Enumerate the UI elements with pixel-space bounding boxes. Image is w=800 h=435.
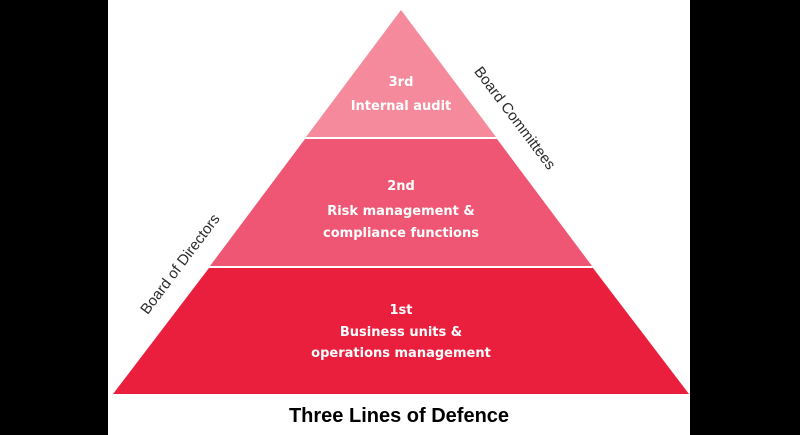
tier-2nd-line: 2nd [387,179,415,194]
tier-1st-description-2: operations management [311,346,491,361]
tier-3rd-description: Internal audit [351,99,452,114]
tier-2nd-shape [210,139,592,266]
tier-3rd-line: 3rd [389,75,414,90]
diagram-caption: Three Lines of Defence [288,405,510,427]
tier-1st-description-1: Business units & [340,325,462,340]
tier-2nd-description-2: compliance functions [323,226,479,241]
tier-1st-shape [113,268,689,394]
tier-3rd-shape [306,10,496,137]
tier-1st-line: 1st [390,303,413,318]
tier-2nd-description-1: Risk management & [327,204,475,219]
